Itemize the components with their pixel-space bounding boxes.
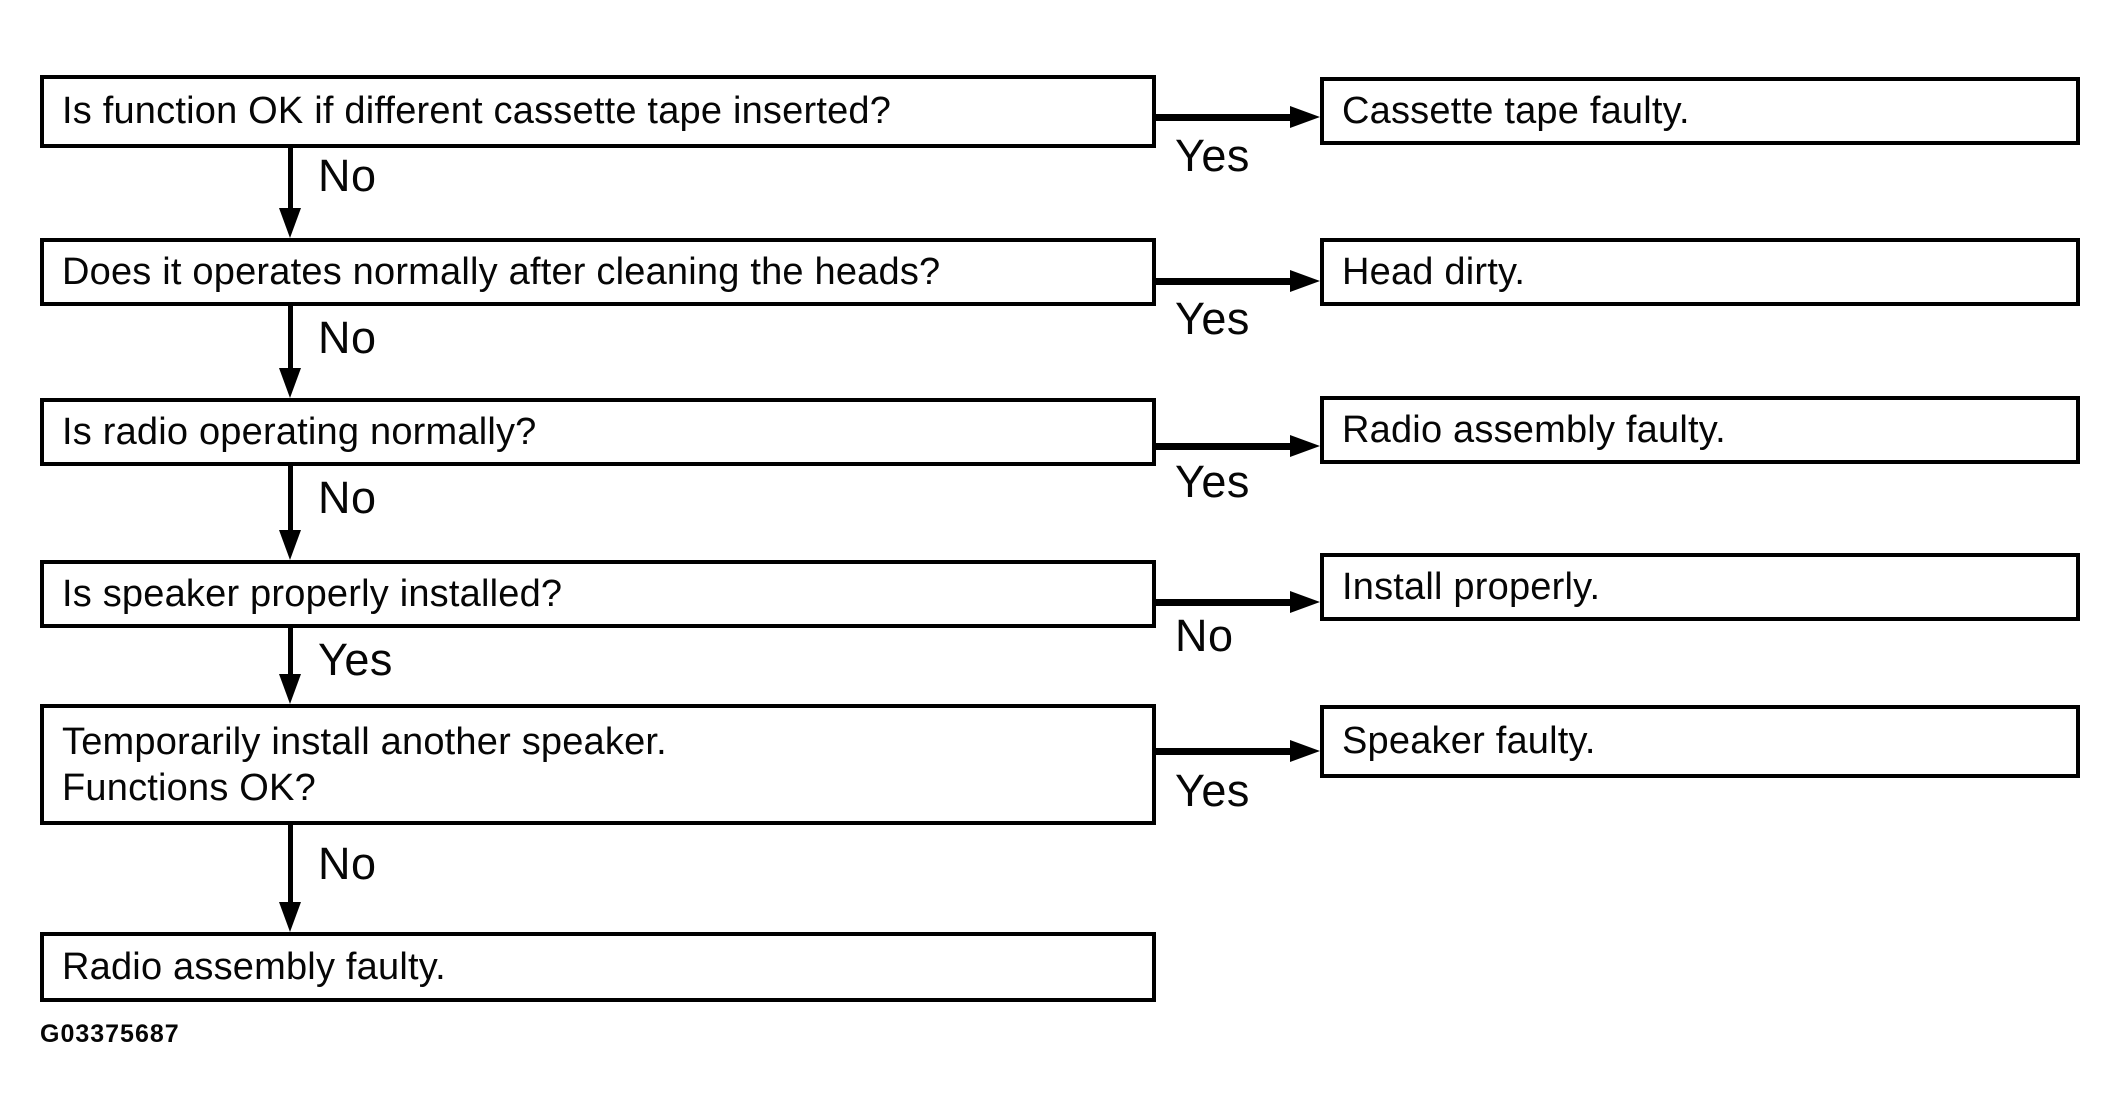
question-box-5-line2: Functions OK? [62, 766, 316, 809]
question-box-5-line1: Temporarily install another speaker. [62, 720, 667, 763]
right-arrow-head-3 [1290, 435, 1320, 457]
right-arrow-head-4 [1290, 591, 1320, 613]
down-arrow-head-1 [279, 208, 301, 238]
result-box-2-label: Head dirty. [1342, 250, 1526, 293]
down-arrow-line-3 [288, 466, 293, 532]
figure-code: G03375687 [40, 1020, 180, 1048]
result-box-5-label: Speaker faulty. [1342, 720, 1596, 762]
down-arrow-line-4 [288, 628, 293, 676]
result-box-1-label: Cassette tape faulty. [1342, 89, 1690, 132]
question-box-1-label: Is function OK if different cassette tap… [62, 90, 892, 132]
right-branch-label-4: No [1175, 610, 1234, 661]
question-box-1: Is function OK if different cassette tap… [40, 75, 1156, 148]
result-box-3: Radio assembly faulty. [1320, 396, 2080, 464]
result-box-3-label: Radio assembly faulty. [1342, 408, 1726, 451]
right-arrow-line-3 [1156, 443, 1292, 450]
right-arrow-line-4 [1156, 599, 1292, 606]
right-arrow-head-1 [1290, 106, 1320, 128]
result-box-1: Cassette tape faulty. [1320, 77, 2080, 145]
down-arrow-head-4 [279, 674, 301, 704]
down-arrow-line-5 [288, 825, 293, 904]
question-box-3: Is radio operating normally? [40, 398, 1156, 466]
question-box-4: Is speaker properly installed? [40, 560, 1156, 628]
down-branch-label-2: No [318, 312, 377, 363]
right-branch-label-3: Yes [1175, 456, 1250, 507]
right-branch-label-2: Yes [1175, 293, 1250, 344]
right-arrow-head-2 [1290, 270, 1320, 292]
right-arrow-line-1 [1156, 114, 1292, 121]
down-branch-label-3: No [318, 472, 377, 523]
question-box-5: Temporarily install another speaker. Fun… [40, 704, 1156, 825]
down-arrow-line-2 [288, 306, 293, 370]
result-box-5: Speaker faulty. [1320, 705, 2080, 778]
result-box-final: Radio assembly faulty. [40, 932, 1156, 1002]
question-box-3-label: Is radio operating normally? [62, 410, 537, 453]
question-box-4-label: Is speaker properly installed? [62, 572, 563, 615]
down-arrow-head-3 [279, 530, 301, 560]
right-arrow-line-5 [1156, 748, 1292, 755]
question-box-2: Does it operates normally after cleaning… [40, 238, 1156, 306]
down-arrow-line-1 [288, 148, 293, 210]
result-box-2: Head dirty. [1320, 238, 2080, 306]
question-box-2-label: Does it operates normally after cleaning… [62, 250, 941, 293]
down-branch-label-1: No [318, 150, 377, 201]
right-arrow-head-5 [1290, 740, 1320, 762]
result-box-final-label: Radio assembly faulty. [62, 945, 446, 988]
down-arrow-head-5 [279, 902, 301, 932]
right-branch-label-5: Yes [1175, 765, 1250, 816]
down-branch-label-5: No [318, 838, 377, 889]
right-branch-label-1: Yes [1175, 130, 1250, 181]
down-arrow-head-2 [279, 368, 301, 398]
result-box-4: Install properly. [1320, 553, 2080, 621]
result-box-4-label: Install properly. [1342, 565, 1601, 608]
right-arrow-line-2 [1156, 278, 1292, 285]
down-branch-label-4: Yes [318, 634, 393, 685]
